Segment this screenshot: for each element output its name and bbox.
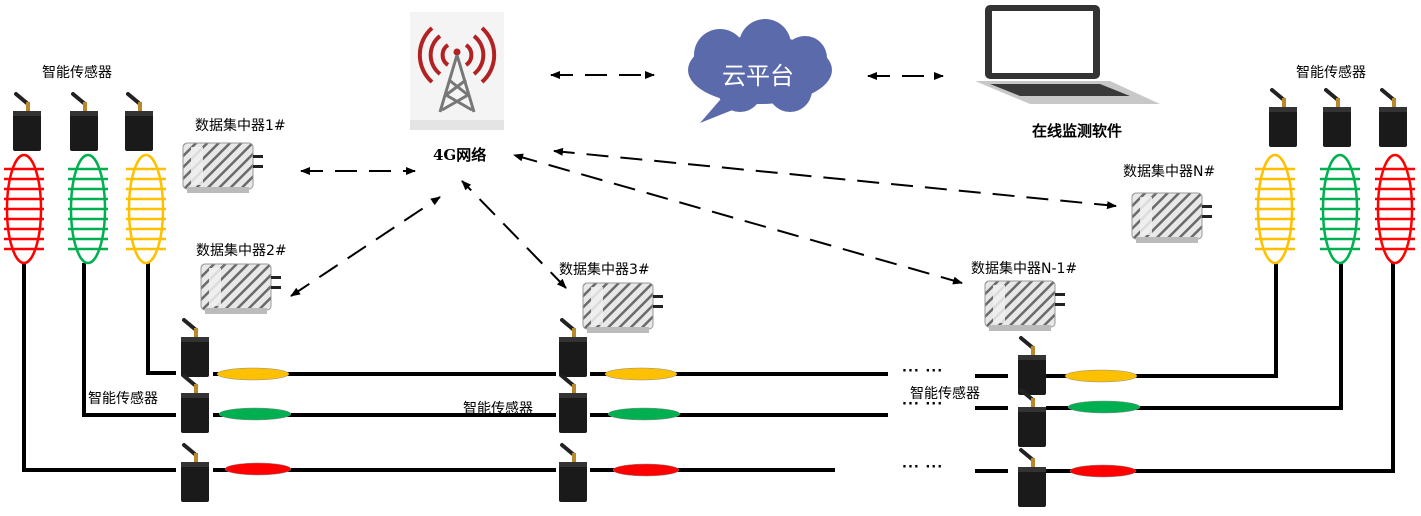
concentrator-3-icon [582, 282, 664, 334]
wireless-sensor-icon [1016, 448, 1048, 509]
wireless-sensor-icon [11, 92, 43, 153]
inline-cts [216, 367, 1141, 478]
data-arrows [290, 71, 1117, 297]
wireless-sensor-icon [68, 92, 100, 153]
cell-tower-icon [410, 12, 504, 130]
ellipsis-1: ··· ··· [902, 364, 944, 379]
wireless-sensor-icon [557, 318, 589, 379]
concentrator-2-icon [200, 263, 282, 315]
cloud-label: 云平台 [722, 62, 794, 90]
ct-coil-icon [4, 153, 44, 265]
ellipsis-3: ··· ··· [902, 460, 944, 475]
sensor-line-label-1: 智能传感器 [88, 391, 158, 407]
ct-coil-icon [126, 153, 166, 265]
wireless-sensor-icon [1267, 88, 1299, 149]
wireless-sensor-icon [557, 374, 589, 435]
wireless-sensor-icon [1321, 88, 1353, 149]
wireless-sensor-icon [179, 443, 211, 504]
network-label: 4G网络 [433, 146, 487, 164]
sensor-group-left-label: 智能传感器 [42, 65, 112, 81]
wireless-sensor-icon [1377, 88, 1409, 149]
ellipsis-2: ··· ··· [902, 397, 944, 412]
software-label: 在线监测软件 [1032, 122, 1123, 140]
arrow-c3-network [461, 180, 567, 289]
concentrator-n-label: 数据集中器N# [1123, 164, 1216, 180]
wireless-sensor-icon [179, 374, 211, 435]
concentrator-1-icon [182, 142, 264, 194]
cloud-icon [688, 19, 832, 123]
concentrator-2-label: 数据集中器2# [196, 243, 287, 259]
wireless-sensor-icon [179, 318, 211, 379]
ct-coil-icon [1375, 153, 1415, 265]
wireless-sensor-icon [1016, 388, 1048, 449]
concentrator-1-label: 数据集中器1# [195, 118, 286, 134]
ct-coil-icon [1255, 153, 1295, 265]
laptop-icon [975, 5, 1160, 104]
wireless-sensor-icon [1016, 336, 1048, 397]
concentrator-n1-icon [984, 280, 1066, 332]
concentrator-n1-label: 数据集中器N-1# [971, 261, 1078, 277]
sensor-line-label-3: 智能传感器 [910, 386, 980, 402]
coil-cts [4, 153, 1415, 265]
wireless-sensor-icon [557, 443, 589, 504]
ct-coil-icon [1320, 153, 1360, 265]
arrow-cn-network [553, 147, 1117, 210]
arrow-cn1-network [513, 153, 963, 285]
arrow-c2-network [290, 196, 441, 297]
ct-coil-icon [68, 153, 108, 265]
concentrator-3-label: 数据集中器3# [559, 262, 650, 278]
concentrator-n-icon [1131, 192, 1213, 244]
sensor-group-right-label: 智能传感器 [1296, 65, 1366, 81]
sensor-line-label-2: 智能传感器 [463, 401, 533, 417]
wireless-sensor-icon [123, 92, 155, 153]
